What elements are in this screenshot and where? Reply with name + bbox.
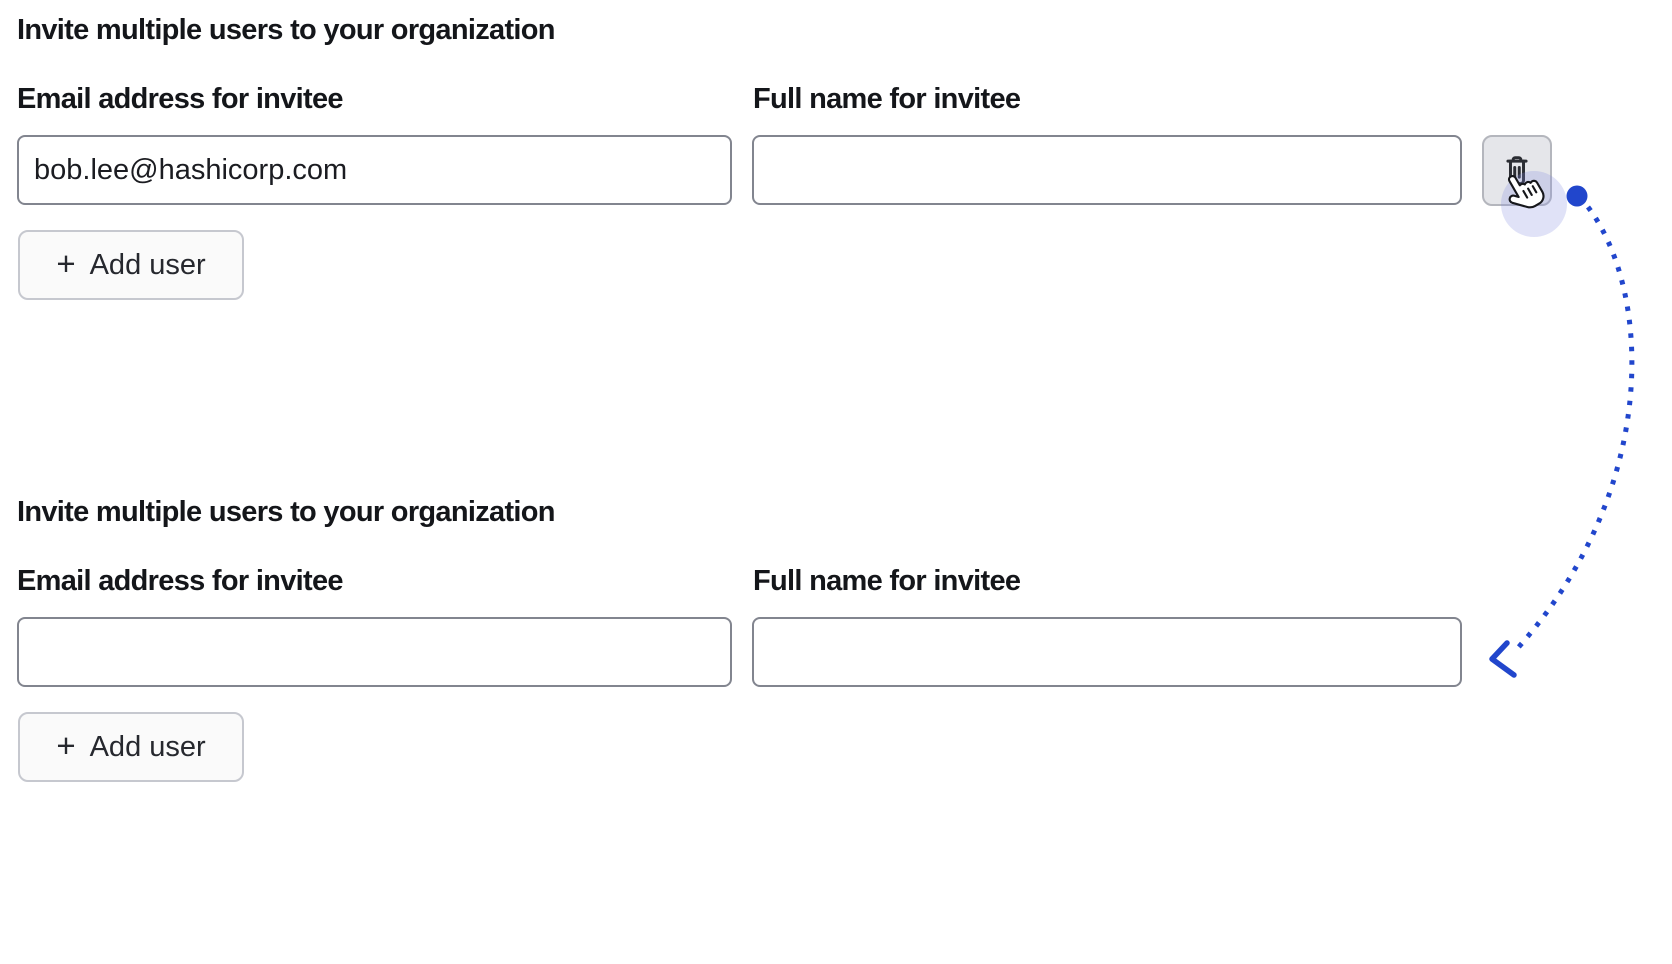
email-input[interactable] <box>17 135 732 205</box>
plus-icon: + <box>56 727 76 764</box>
add-user-label: Add user <box>89 248 206 281</box>
invite-users-form-2: Invite multiple users to your organizati… <box>0 482 1672 964</box>
full-name-input[interactable] <box>752 617 1462 687</box>
form-heading: Invite multiple users to your organizati… <box>17 14 555 46</box>
email-label: Email address for invitee <box>17 565 344 597</box>
plus-icon: + <box>56 245 76 282</box>
full-name-input[interactable] <box>752 135 1462 205</box>
delete-row-button[interactable] <box>1482 135 1552 206</box>
email-label: Email address for invitee <box>17 83 344 115</box>
trash-icon <box>1506 155 1528 185</box>
add-user-label: Add user <box>89 730 206 763</box>
add-user-button[interactable]: + Add user <box>18 230 244 300</box>
add-user-button[interactable]: + Add user <box>18 712 244 782</box>
full-name-label: Full name for invitee <box>753 565 1021 597</box>
full-name-label: Full name for invitee <box>753 83 1021 115</box>
form-heading: Invite multiple users to your organizati… <box>17 496 555 528</box>
email-input[interactable] <box>17 617 732 687</box>
invite-users-form-1: Invite multiple users to your organizati… <box>17 14 1552 300</box>
